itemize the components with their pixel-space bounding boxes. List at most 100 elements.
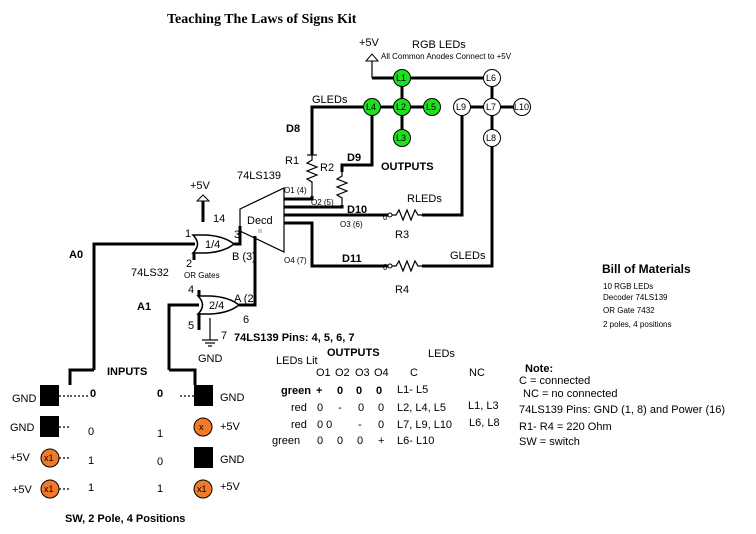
o1-wire <box>284 196 314 201</box>
r3-label: R3 <box>395 229 409 241</box>
gleds-bottom-wire <box>422 147 494 268</box>
note-line-4: R1- R4 = 220 Ohm <box>519 421 612 433</box>
r1-label: R1 <box>285 155 299 167</box>
row3-left-led: x1 <box>40 448 60 468</box>
zero-c: 0 <box>383 263 388 272</box>
resistor-R2 <box>335 172 349 205</box>
gnd-gate-label: GND <box>198 353 223 365</box>
a1-wire <box>167 303 199 370</box>
tr1-o3: 0 <box>356 385 362 397</box>
tr2-nc: L1, L3 <box>468 400 499 412</box>
tr1-o2: 0 <box>337 385 343 397</box>
a1-label: A1 <box>137 301 151 313</box>
gate-vcc-label: +5V <box>190 180 211 192</box>
pins-line: 74LS139 Pins: 4, 5, 6, 7 <box>234 332 354 344</box>
svg-text:L2: L2 <box>396 102 406 112</box>
th-c: C <box>410 367 418 379</box>
pin5-label: 5 <box>188 320 194 332</box>
row2-b: 1 <box>157 428 163 440</box>
resistor-R1 <box>305 154 319 196</box>
table-leds-label: LEDs <box>428 348 455 360</box>
tr1-o1: + <box>316 385 322 397</box>
svg-text:x1: x1 <box>44 484 54 494</box>
row2-right-led: x <box>193 417 213 437</box>
tr4-o3: 0 <box>357 435 363 447</box>
svg-text:L3: L3 <box>396 133 406 143</box>
row2-a: 0 <box>88 426 94 438</box>
tr2-o2: - <box>338 402 342 414</box>
led-L6: L6 <box>483 69 501 87</box>
resistor-R3 <box>387 208 422 222</box>
led-L4: L4 <box>363 98 381 116</box>
th-o3: O3 <box>355 367 370 379</box>
tr4-o4: + <box>378 435 384 447</box>
svg-text:x1: x1 <box>197 484 207 494</box>
tr3-c: L7, L9, L10 <box>397 419 452 431</box>
tr3-o1: 0 0 <box>317 419 332 431</box>
tr3-nc: L6, L8 <box>469 417 500 429</box>
tr1-o4: 0 <box>376 385 382 397</box>
rleds-label: RLEDs <box>407 193 442 205</box>
decoder-pin-marker <box>258 229 262 233</box>
led-L5: L5 <box>423 98 441 116</box>
pin6-label: 6 <box>243 314 249 326</box>
tr2-o3: 0 <box>358 402 364 414</box>
d10-label: D10 <box>347 204 367 216</box>
pin7-label: 7 <box>221 330 227 342</box>
row3-left-label: +5V <box>10 452 31 464</box>
led-L7: L7 <box>483 98 501 116</box>
tr4-color: green <box>272 435 300 447</box>
row4-b: 1 <box>157 483 163 495</box>
note-title: Note: <box>525 363 553 375</box>
pin3-label: 3 <box>234 229 240 241</box>
b-input-label: B (3) <box>232 251 256 263</box>
pin4-label: 4 <box>188 284 194 296</box>
led-L2: L2 <box>393 98 411 116</box>
th-o2: O2 <box>335 367 350 379</box>
svg-text:L5: L5 <box>426 102 436 112</box>
row2-left-label: GND <box>10 422 35 434</box>
o4-wire <box>284 221 388 268</box>
row4-right-led: x1 <box>193 479 213 499</box>
inputs-col-b-head: 0 <box>157 388 163 400</box>
row4-left-led: x1 <box>40 479 60 499</box>
o2-wire <box>284 205 344 209</box>
inputs-title: INPUTS <box>107 366 147 378</box>
bom-title: Bill of Materials <box>602 262 691 276</box>
or-chip-label: 74LS32 <box>131 267 169 279</box>
resistor-R4 <box>387 259 422 273</box>
gleds-top-label: GLEDs <box>312 94 348 106</box>
row2-right-label: +5V <box>220 421 241 433</box>
decoder-74ls139 <box>239 187 285 253</box>
bom-item-1: 10 RGB LEDs <box>603 282 653 291</box>
o3-label: O3 (6) <box>340 220 363 229</box>
row3-right-pad <box>194 447 213 468</box>
inputs-col-a-head: 0 <box>90 388 96 400</box>
a-input-label: A (2) <box>234 293 257 305</box>
decoder-chip-label: 74LS139 <box>237 170 281 182</box>
tr1-color: green <box>281 385 311 397</box>
a0-wire <box>92 242 195 370</box>
anodes-note: All Common Anodes Connect to +5V <box>381 52 512 61</box>
led-L8: L8 <box>483 129 501 147</box>
pin2-label: 2 <box>186 258 192 270</box>
tr4-o1: 0 <box>317 435 323 447</box>
note-line-2: NC = no connected <box>523 388 617 400</box>
svg-text:L7: L7 <box>486 102 496 112</box>
pin1-label: 1 <box>185 228 191 240</box>
tr3-color: red <box>291 419 307 431</box>
row1-right-label: GND <box>220 392 245 404</box>
svg-text:L1: L1 <box>396 73 406 83</box>
led-L9: L9 <box>453 98 471 116</box>
pin14-label: 14 <box>213 213 225 225</box>
row4-right-label: +5V <box>220 481 241 493</box>
svg-text:L9: L9 <box>456 102 466 112</box>
a0-label: A0 <box>69 249 83 261</box>
o4-label: O4 (7) <box>284 256 307 265</box>
led-L3: L3 <box>393 129 411 147</box>
tr4-c: L6- L10 <box>397 435 434 447</box>
svg-text:x1: x1 <box>44 453 54 463</box>
vcc-top-label: +5V <box>359 37 380 49</box>
row1-left-pad <box>40 385 59 406</box>
